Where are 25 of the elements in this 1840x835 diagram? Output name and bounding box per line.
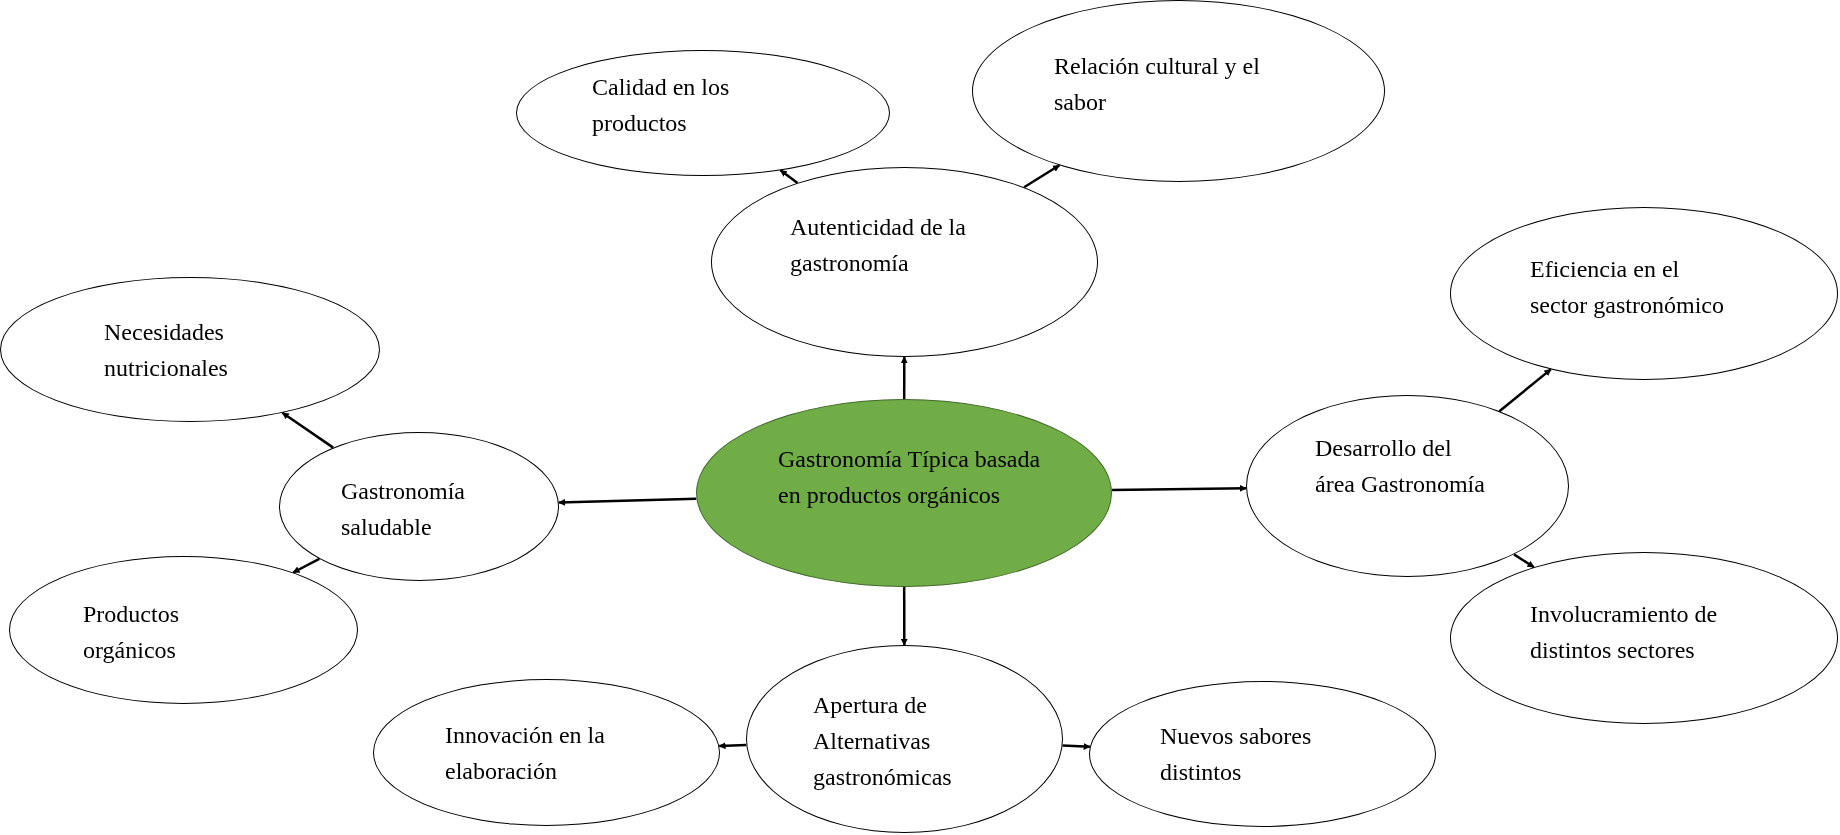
node-text: Apertura de Alternativas gastronómicas	[813, 691, 953, 792]
node-text: Autenticidad de la gastronomía	[790, 213, 967, 278]
node-text: Gastronomía saludable	[341, 477, 466, 542]
arrow	[292, 557, 320, 574]
node-text: Relación cultural y el sabor	[1054, 52, 1261, 117]
node-text: Desarrollo del área Gastronomía	[1315, 434, 1486, 499]
node-text: Necesidades nutricionales	[104, 318, 229, 383]
arrow	[1111, 484, 1247, 492]
arrow	[900, 587, 908, 646]
arrow	[779, 169, 799, 184]
node-text: Gastronomía Típica basada en productos orgánicos	[778, 445, 1042, 510]
node-text: Involucramiento de distintos sectores	[1530, 600, 1719, 665]
arrow	[281, 411, 334, 449]
arrow	[1062, 743, 1091, 750]
arrow	[558, 497, 697, 506]
node-text: Eficiencia en el sector gastronómico	[1530, 255, 1725, 320]
arrow	[1023, 164, 1061, 189]
arrow	[1513, 553, 1535, 569]
arrow	[718, 742, 747, 750]
node-text: Nuevos sabores distintos	[1160, 722, 1313, 787]
arrow	[1498, 368, 1552, 413]
arrow	[900, 356, 908, 399]
node-text: Productos orgánicos	[83, 600, 180, 665]
node-text: Calidad en los productos	[592, 73, 731, 138]
node-text: Innovación en la elaboración	[445, 721, 606, 786]
